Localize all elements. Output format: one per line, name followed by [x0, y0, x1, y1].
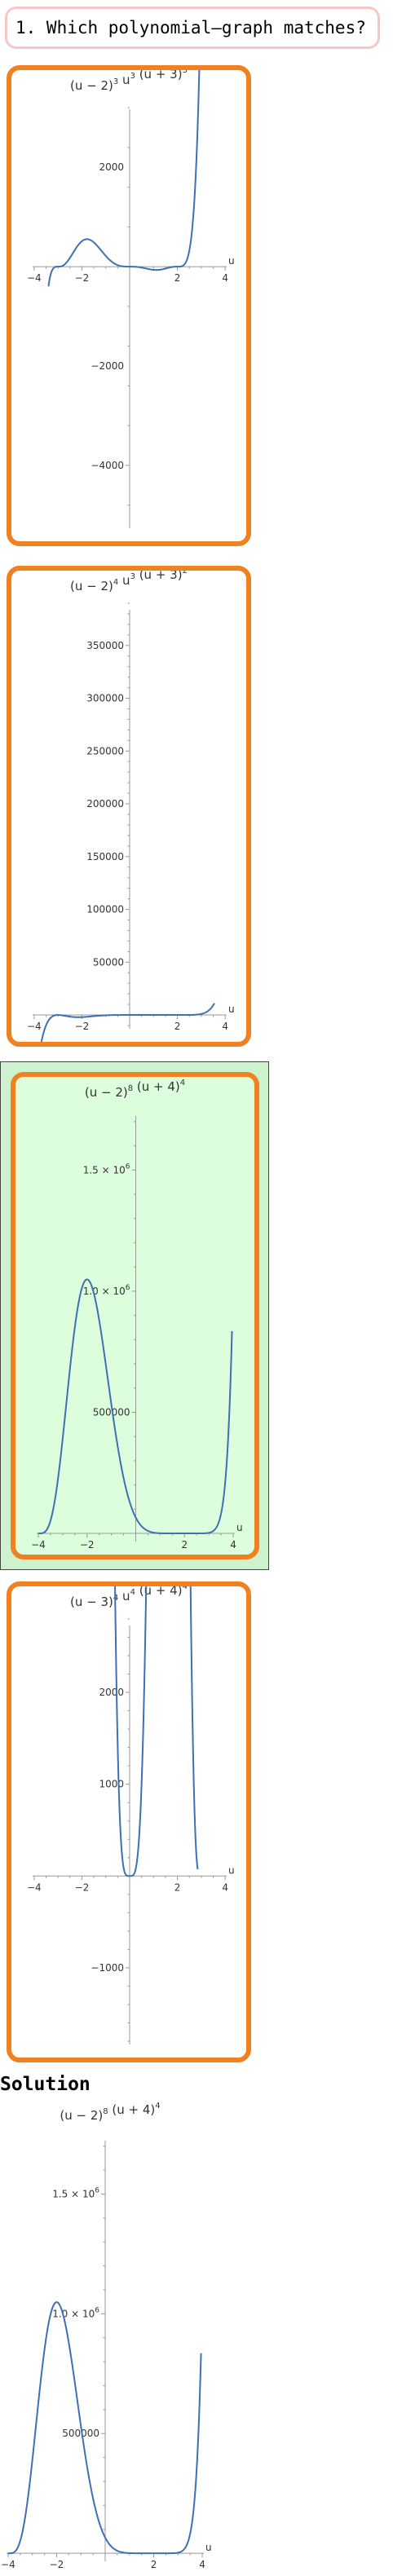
chart-1-y-tick-label: 150000	[86, 851, 124, 862]
chart-3-x-tick-label: −2	[75, 1881, 90, 1893]
chart-1-y-tick-label: 250000	[86, 745, 124, 756]
chart-1-y-tick-label: 200000	[86, 798, 124, 809]
chart-0-curve	[47, 70, 201, 287]
chart-4-x-tick-label: 2	[151, 2559, 157, 2570]
chart-1-y-tick-label: 100000	[86, 904, 124, 915]
chart-1-y-tick-label: 50000	[93, 956, 124, 968]
chart-2-x-tick-label: −2	[80, 1539, 95, 1550]
chart-2-x-tick-label: 4	[230, 1539, 236, 1550]
answer-option-1[interactable]: (u − 2)3 u3 (u + 3)3 u −4 −2 2 4 2000 −2000 −400…	[7, 65, 251, 546]
chart-4-y-tick-label: 1.5 × 106	[52, 2186, 99, 2199]
chart-0-y-tick-label: −4000	[91, 460, 124, 471]
chart-2-title: (u − 2)8 (u + 4)4	[85, 1078, 185, 1100]
chart-4-x-tick-label: 4	[199, 2559, 205, 2570]
chart-2-y-tick-label: 500000	[93, 1406, 130, 1418]
chart-4-y-tick-label: 1.0 × 106	[52, 2306, 99, 2319]
chart-3-x-tick-label: 4	[222, 1881, 228, 1893]
chart-2-y-tick-label: 1.0 × 106	[83, 1284, 130, 1297]
solution-panel: (u − 2)8 (u + 4)4 u −4 −2 2 4 500000 1.0 × 106 1…	[0, 2100, 220, 2573]
answer-option-3-selected: (u − 2)8 (u + 4)4 u −4 −2 2 4 500000 1.0 × 106 1…	[0, 1061, 269, 1570]
chart-2-x-axis-label: u	[236, 1522, 243, 1533]
chart-3-y-tick-label: 2000	[99, 1687, 124, 1698]
chart-0-y-tick-label: −2000	[91, 360, 124, 372]
chart-1-curve	[40, 1003, 215, 1042]
chart-4-curve	[7, 2301, 202, 2555]
chart-4-title: (u − 2)8 (u + 4)4	[60, 2102, 160, 2123]
chart-0-title: (u − 2)3 u3 (u + 3)3	[70, 70, 188, 93]
chart-1-y-tick-label: 350000	[86, 640, 124, 651]
answer-option-3[interactable]: (u − 2)8 (u + 4)4 u −4 −2 2 4 500000 1.0 × 106 1…	[11, 1072, 259, 1559]
chart-3-x-tick-label: 2	[174, 1881, 181, 1893]
option-1-chart: (u − 2)3 u3 (u + 3)3 u −4 −2 2 4 2000 −2000 −400…	[27, 70, 235, 528]
chart-4-x-tick-label: −4	[1, 2559, 15, 2570]
option-2-chart: (u − 2)4 u3 (u + 3)2 u −4 −2 2 4 50000 100000 15…	[27, 571, 235, 1042]
chart-0-x-tick-label: −4	[27, 272, 42, 284]
answer-option-4[interactable]: (u − 3)4 u4 (u + 4)4 u −4 −2 2 4 2000 1000 −1000	[7, 1581, 251, 2062]
chart-2-x-tick-label: 2	[181, 1539, 188, 1550]
chart-3-title: (u − 3)4 u4 (u + 4)4	[70, 1586, 188, 1609]
chart-2-x-tick-label: −4	[31, 1539, 46, 1550]
chart-1-title: (u − 2)4 u3 (u + 3)2	[70, 571, 188, 593]
chart-0-x-tick-label: 2	[174, 272, 181, 284]
solution-heading: Solution	[0, 2074, 91, 2095]
option-4-chart: (u − 3)4 u4 (u + 4)4 u −4 −2 2 4 2000 1000 −1000	[27, 1586, 235, 2044]
chart-1-x-tick-label: −4	[27, 1021, 42, 1032]
chart-4-x-tick-label: −2	[50, 2559, 64, 2570]
chart-1-x-tick-label: 4	[222, 1021, 228, 1032]
chart-3-x-axis-label: u	[228, 1864, 235, 1876]
chart-1-x-axis-label: u	[228, 1003, 235, 1015]
chart-2-y-tick-label: 1.5 × 106	[83, 1162, 130, 1176]
chart-0-y-tick-label: 2000	[99, 161, 124, 173]
answer-option-2[interactable]: (u − 2)4 u3 (u + 3)2 u −4 −2 2 4 50000 100000 15…	[7, 566, 251, 1047]
chart-3-curve	[114, 1586, 199, 1877]
question-prompt: 1. Which polynomial–graph matches?	[5, 7, 380, 49]
option-3-chart: (u − 2)8 (u + 4)4 u −4 −2 2 4 500000 1.0 × 106 1…	[31, 1078, 243, 1550]
chart-4-y-tick-label: 500000	[62, 2428, 99, 2439]
chart-3-y-tick-label: 1000	[99, 1779, 124, 1790]
chart-0-x-axis-label: u	[228, 255, 235, 267]
chart-0-x-tick-label: 4	[222, 272, 228, 284]
chart-1-x-tick-label: −2	[75, 1021, 90, 1032]
solution-chart: (u − 2)8 (u + 4)4 u −4 −2 2 4 500000 1.0 × 106 1…	[1, 2102, 212, 2570]
chart-0-x-tick-label: −2	[75, 272, 90, 284]
chart-1-x-tick-label: 2	[174, 1021, 181, 1032]
chart-3-x-tick-label: −4	[27, 1881, 42, 1893]
chart-3-y-tick-label: −1000	[91, 1962, 124, 1974]
chart-4-x-axis-label: u	[205, 2542, 212, 2553]
chart-1-y-tick-label: 300000	[86, 693, 124, 704]
chart-2-curve	[38, 1278, 233, 1535]
